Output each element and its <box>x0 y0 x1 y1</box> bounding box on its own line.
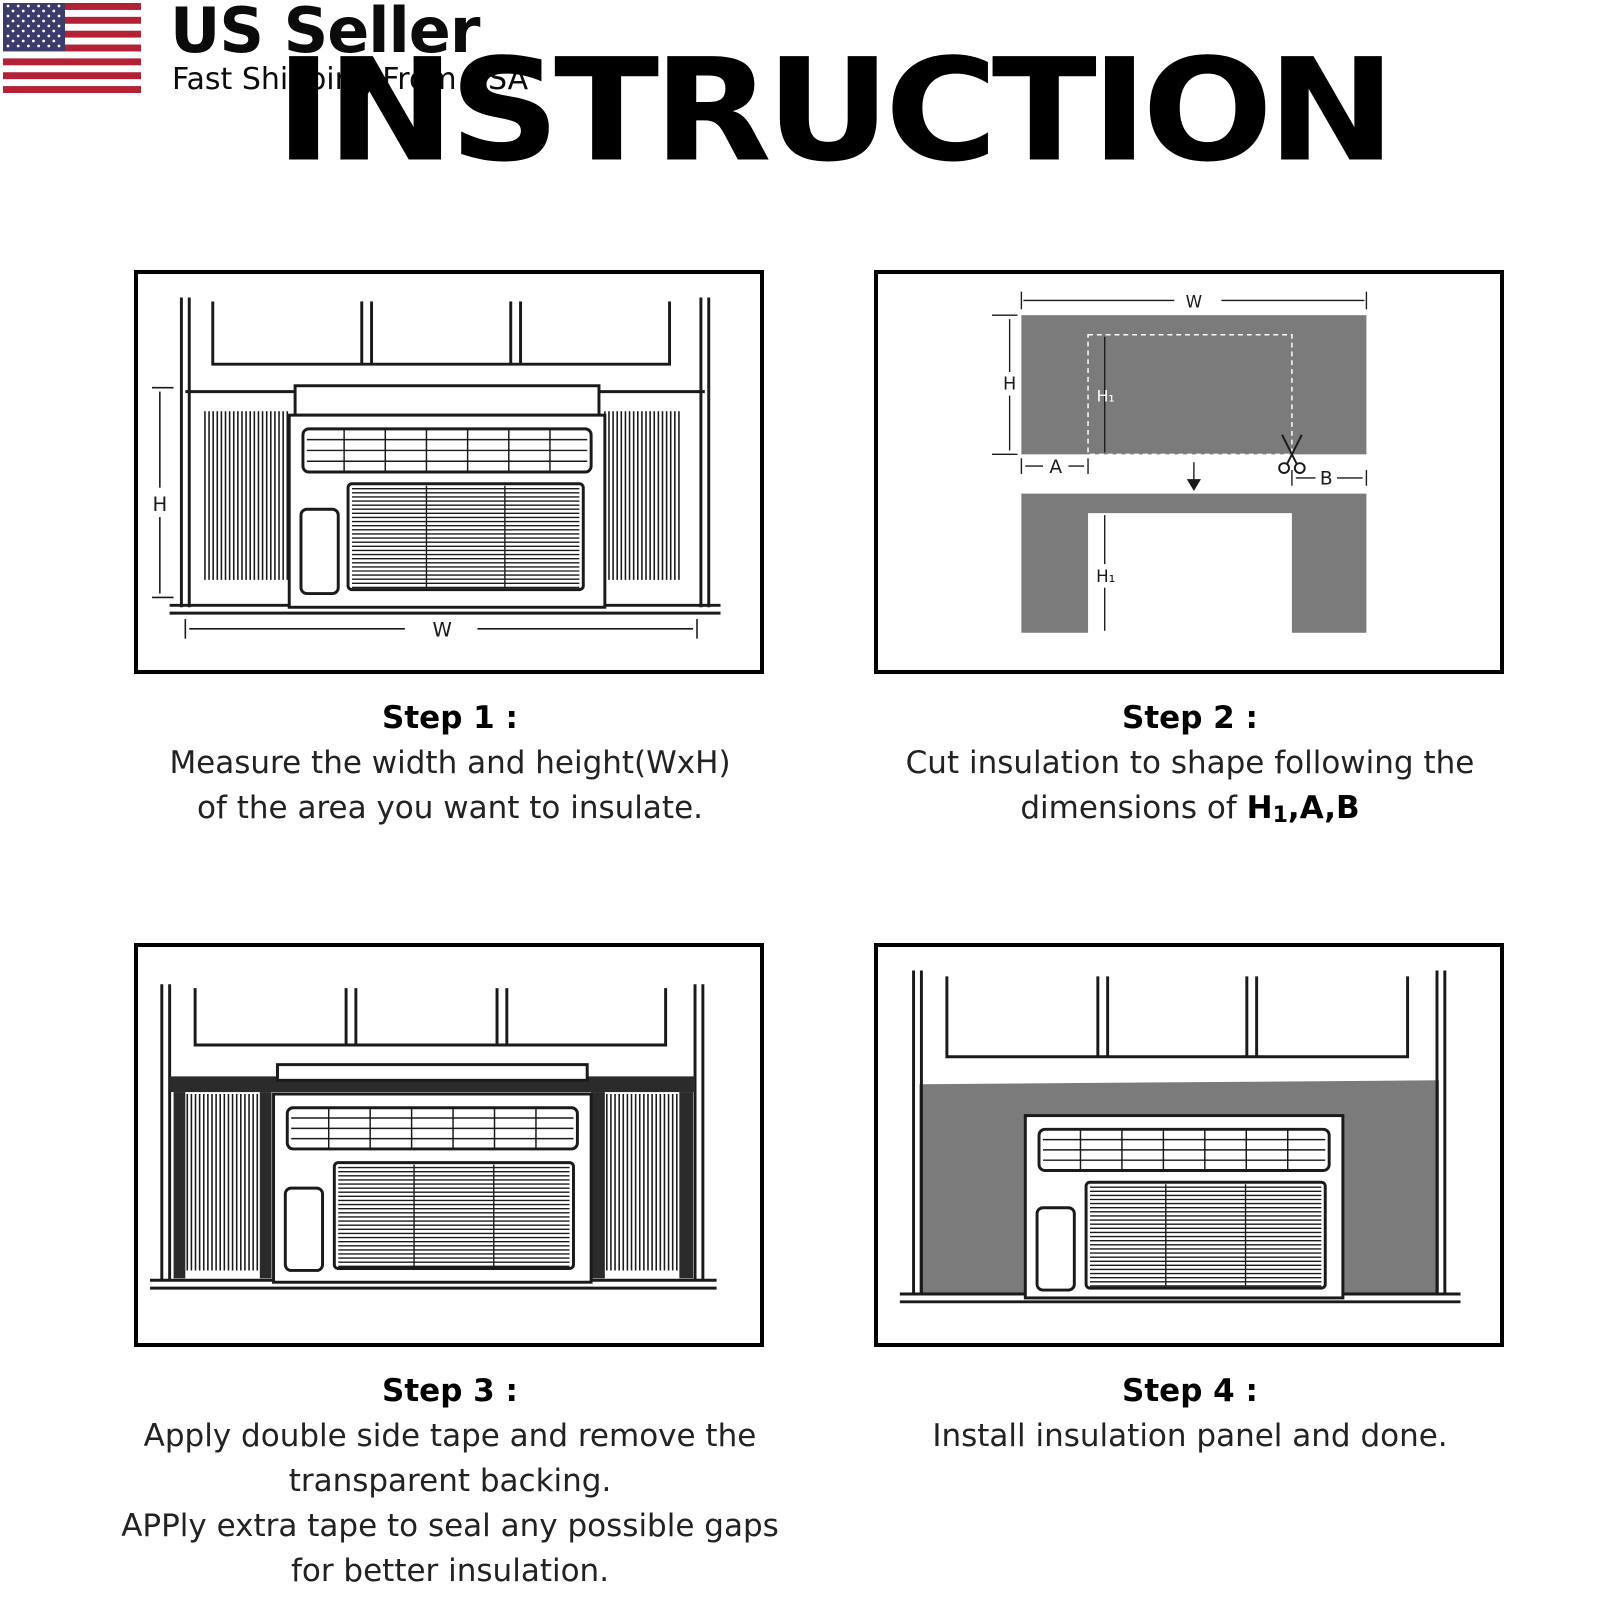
step3-line: for better insulation. <box>290 1553 610 1589</box>
step1-line: of the area you want to insulate. <box>197 790 703 826</box>
us-flag-icon <box>3 3 141 93</box>
step2-diagram: W H H₁ A B H₁ <box>874 270 1504 674</box>
step2-title: Step 2 : <box>1122 700 1258 736</box>
step4-caption: Step 4 : Install insulation panel and do… <box>840 1369 1540 1459</box>
step3-line: transparent backing. <box>288 1463 612 1499</box>
us-seller-badge: US Seller Fast Shipping From USA <box>0 0 540 100</box>
step2-caption: Step 2 : Cut insulation to shape followi… <box>840 696 1540 838</box>
a-label: A <box>1049 457 1062 478</box>
step1-title: Step 1 : <box>382 700 518 736</box>
page-title: INSTRUCTION <box>275 28 1396 194</box>
step3-title: Step 3 : <box>382 1373 518 1409</box>
dims-subscript: 1 <box>1272 803 1288 828</box>
h1-top-label: H₁ <box>1097 386 1115 405</box>
badge-subtitle: Fast Shipping From USA <box>172 62 529 97</box>
step3-diagram <box>134 943 764 1347</box>
step1-line: Measure the width and height(WxH) <box>169 745 731 781</box>
step3-line: Apply double side tape and remove the <box>143 1418 757 1454</box>
step2-dims: H1,A,B <box>1246 790 1360 828</box>
window-ac-installed-illustration <box>899 970 1461 1304</box>
step1-caption: Step 1 : Measure the width and height(Wx… <box>100 696 800 831</box>
h1-bottom-label: H₁ <box>1096 567 1115 586</box>
window-ac-tape-illustration <box>150 984 717 1290</box>
b-label: B <box>1320 469 1333 490</box>
scissors-icon <box>1278 434 1306 474</box>
step4-diagram <box>874 943 1504 1347</box>
badge-title: US Seller <box>170 0 480 67</box>
step4-title: Step 4 : <box>1122 1373 1258 1409</box>
window-ac-measure-illustration: H W <box>152 297 721 642</box>
step2-line: Cut insulation to shape following the <box>905 745 1475 781</box>
height-label: H <box>1003 375 1016 395</box>
width-label: W <box>1186 292 1202 311</box>
dims-rest: ,A,B <box>1287 790 1360 826</box>
step3-line: APPly extra tape to seal any possible ga… <box>121 1508 779 1544</box>
step4-line: Install insulation panel and done. <box>932 1418 1448 1454</box>
dims-main: H <box>1246 790 1273 826</box>
height-label: H <box>152 493 167 516</box>
step3-caption: Step 3 : Apply double side tape and remo… <box>80 1369 820 1594</box>
step2-line: dimensions of H1,A,B <box>840 786 1540 838</box>
step1-diagram: H W <box>134 270 764 674</box>
insulation-cut-illustration: W H H₁ A B H₁ <box>991 291 1368 633</box>
step2-line-text: dimensions of <box>1020 790 1247 826</box>
width-label: W <box>432 619 451 642</box>
